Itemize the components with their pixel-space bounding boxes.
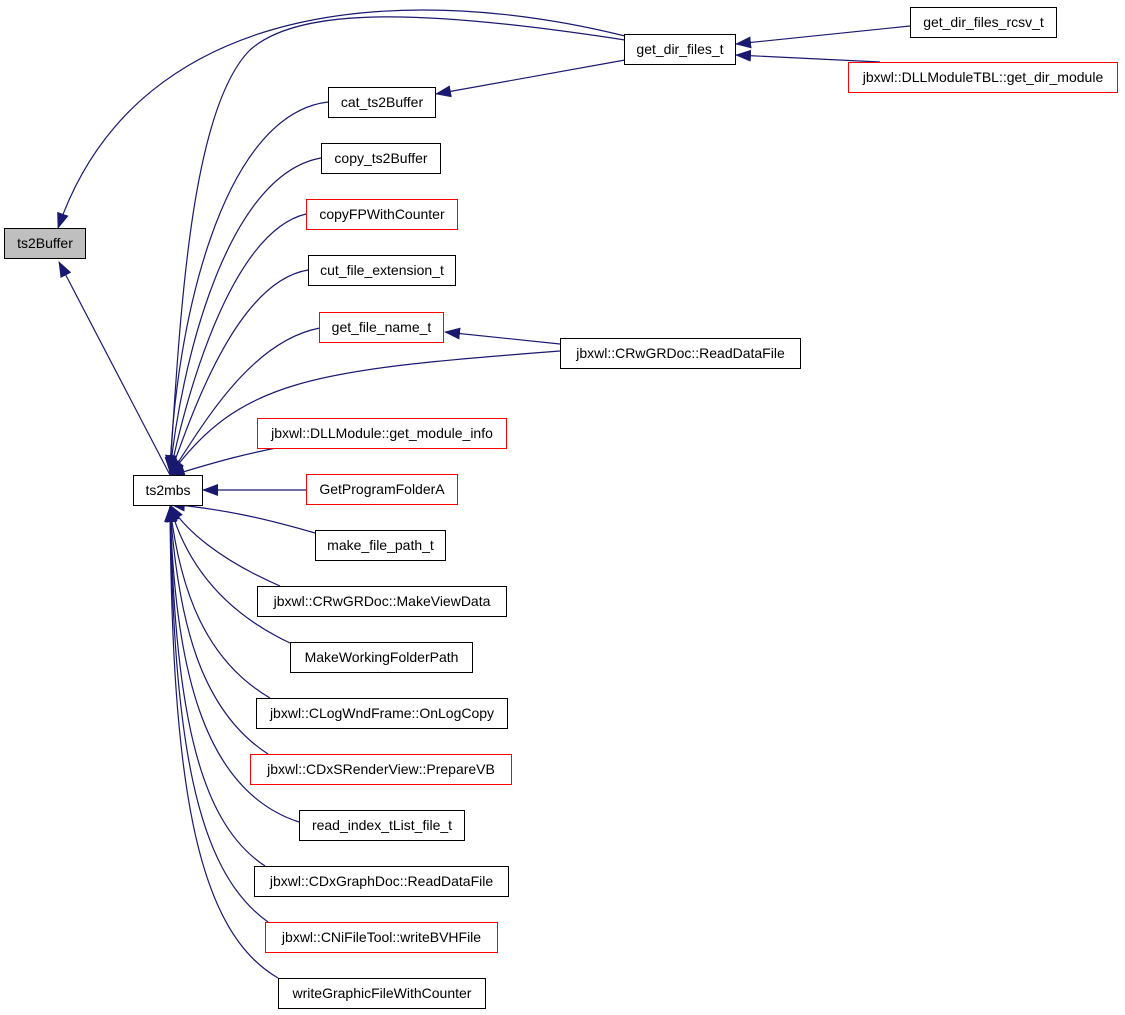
edge-onlogcopy-to-ts2mbs	[165, 506, 271, 699]
node-get-dir-module[interactable]: jbxwl::DLLModuleTBL::get_dir_module	[848, 62, 1118, 93]
edge-crwgrdoc-readdatafile-to-get-file-name-t	[444, 327, 561, 345]
edge-cat-ts2buffer-to-ts2mbs	[164, 101, 329, 473]
edge-copy-ts2buffer-to-ts2mbs	[165, 157, 322, 474]
edge-get-dir-files-rcsv-t-to-get-dir-files-t	[735, 25, 911, 49]
edge-get-dir-files-t-to-ts2mbs	[165, 16, 626, 471]
node-ts2mbs[interactable]: ts2mbs	[133, 475, 203, 506]
node-get-file-name-t[interactable]: get_file_name_t	[319, 312, 444, 343]
edge-writegraphicfilewithcounter-to-ts2mbs	[164, 506, 279, 979]
node-copyfpwithcounter[interactable]: copyFPWithCounter	[306, 199, 458, 230]
node-onlogcopy[interactable]: jbxwl::CLogWndFrame::OnLogCopy	[256, 698, 508, 729]
edge-get-file-name-t-to-ts2mbs	[169, 327, 321, 475]
node-get-module-info[interactable]: jbxwl::DLLModule::get_module_info	[257, 418, 507, 449]
node-copy-ts2buffer[interactable]: copy_ts2Buffer	[321, 143, 441, 174]
edge-get-dir-files-t-to-cat-ts2buffer	[435, 59, 626, 98]
edge-makeworkingfolderpath-to-ts2mbs	[168, 505, 291, 644]
edge-make-file-path-t-to-ts2mbs	[169, 499, 316, 534]
node-crwgrdoc-readdatafile[interactable]: jbxwl::CRwGRDoc::ReadDataFile	[560, 338, 801, 369]
node-writegraphicfilewithcounter[interactable]: writeGraphicFileWithCounter	[278, 978, 486, 1009]
edge-copyfpwithcounter-to-ts2mbs	[167, 213, 307, 475]
node-makeviewdata[interactable]: jbxwl::CRwGRDoc::MakeViewData	[257, 586, 507, 617]
node-make-file-path-t[interactable]: make_file_path_t	[315, 530, 446, 561]
edge-read-index-tlist-file-t-to-ts2mbs	[164, 506, 300, 823]
node-read-index-tlist-file-t[interactable]: read_index_tList_file_t	[299, 810, 465, 841]
edge-preparevb-to-ts2mbs	[165, 506, 269, 755]
edge-get-dir-files-t-to-ts2buffer	[57, 9, 626, 229]
node-ts2buffer: ts2Buffer	[4, 228, 86, 259]
node-get-dir-files-rcsv-t[interactable]: get_dir_files_rcsv_t	[910, 7, 1057, 38]
node-makeworkingfolderpath[interactable]: MakeWorkingFolderPath	[290, 642, 473, 673]
edge-cdxgraphdoc-readdatafile-to-ts2mbs	[164, 506, 266, 867]
edge-writebvhfile-to-ts2mbs	[164, 506, 269, 923]
node-getprogramfoldera[interactable]: GetProgramFolderA	[306, 474, 458, 505]
edge-ts2mbs-to-ts2buffer	[58, 261, 171, 476]
node-cdxgraphdoc-readdatafile[interactable]: jbxwl::CDxGraphDoc::ReadDataFile	[254, 866, 509, 897]
edge-crwgrdoc-readdatafile-to-ts2mbs	[169, 350, 561, 476]
node-preparevb[interactable]: jbxwl::CDxSRenderView::PrepareVB	[250, 754, 512, 785]
node-cut-file-extension-t[interactable]: cut_file_extension_t	[308, 255, 456, 286]
edge-makeviewdata-to-ts2mbs	[169, 504, 281, 587]
edge-cut-file-extension-t-to-ts2mbs	[169, 269, 309, 475]
node-get-dir-files-t[interactable]: get_dir_files_t	[624, 34, 736, 65]
node-writebvhfile[interactable]: jbxwl::CNiFileTool::writeBVHFile	[265, 922, 498, 953]
node-cat-ts2buffer[interactable]: cat_ts2Buffer	[328, 87, 436, 118]
edge-get-dir-module-to-get-dir-files-t	[735, 49, 881, 63]
